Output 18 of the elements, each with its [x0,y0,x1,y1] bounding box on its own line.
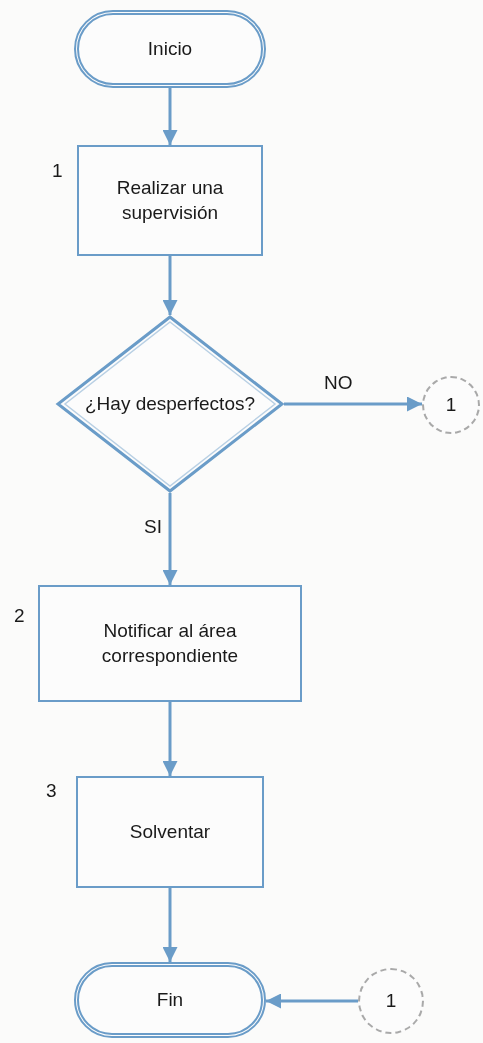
arrow [162,256,178,315]
arrow [162,702,178,776]
process-box: Realizar una supervisión [77,145,263,256]
connector-circle: 1 [422,376,480,434]
process-box: Solventar [76,776,264,888]
step-number: 1 [52,160,63,182]
decision-diamond: ¿Hay desperfectos? [56,315,284,493]
step-number: 3 [46,780,57,802]
arrow [266,993,358,1009]
arrow [162,888,178,962]
terminal-shape: Inicio [74,10,266,88]
process-box: Notificar al área correspondiente [38,585,302,702]
step-number: 2 [14,605,25,627]
connector-circle: 1 [358,968,424,1034]
arrow [284,396,422,412]
terminal-shape: Fin [74,962,266,1038]
arrow [162,493,178,585]
arrow [162,88,178,145]
